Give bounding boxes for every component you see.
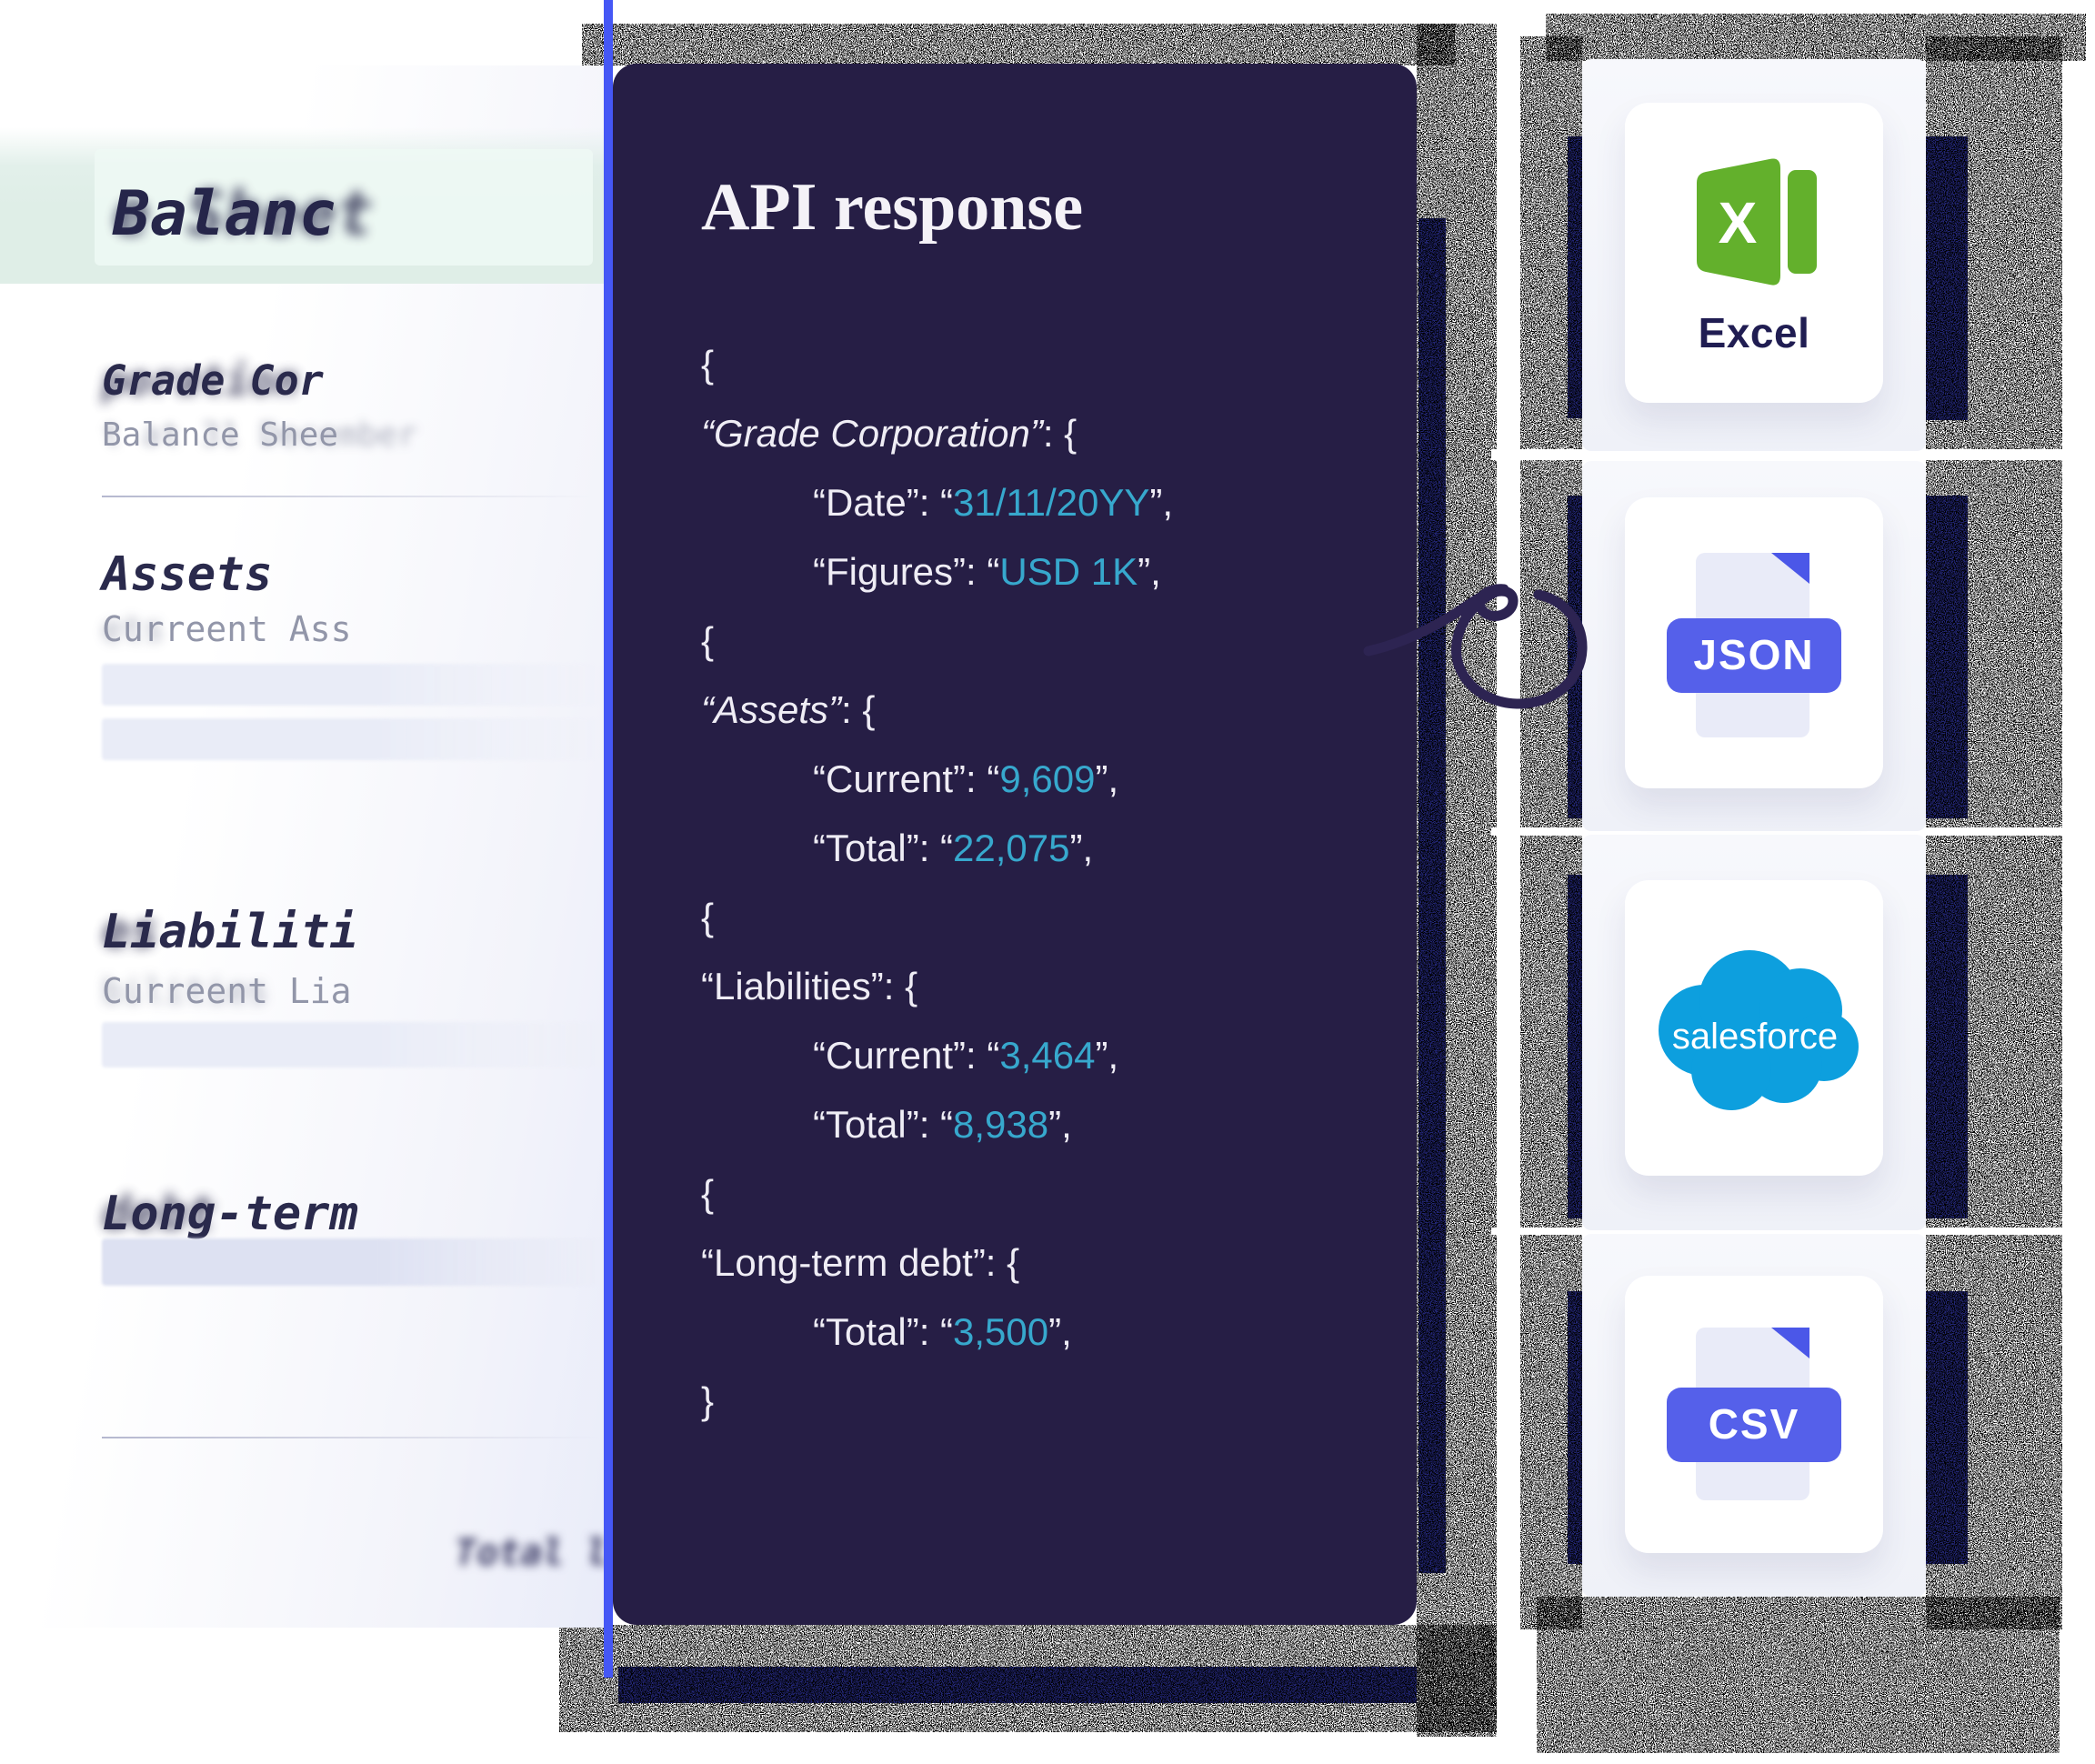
accent-divider-line — [604, 0, 613, 1678]
code-line: “Assets”: { — [701, 688, 876, 731]
salesforce-wordmark: salesforce — [1672, 1017, 1838, 1057]
excel-x-glyph: X — [1719, 190, 1758, 256]
document-footer-total: Total lia — [455, 1532, 604, 1574]
code-line: { — [701, 896, 715, 938]
json-badge-label: JSON — [1693, 631, 1814, 678]
code-line: “Total”: “8,938”, — [813, 1103, 1072, 1146]
placeholder-bar — [102, 664, 604, 706]
excel-icon: X — [1697, 158, 1817, 286]
export-strip-segment-json: JSON — [1582, 461, 1926, 831]
export-strip-segment-csv: CSV — [1582, 1234, 1926, 1597]
api-response-panel: API response { “Grade Corporation”: { “Dat… — [613, 64, 1417, 1625]
title-blur: e Sheet — [113, 178, 374, 250]
code-line: “Date”: “31/11/20YY”, — [813, 481, 1174, 524]
code-line: “Grade Corporation”: { — [701, 412, 1078, 455]
document-title-box — [95, 149, 593, 266]
export-card-csv[interactable]: CSV — [1625, 1276, 1883, 1553]
export-card-salesforce[interactable]: salesforce — [1625, 880, 1883, 1176]
code-line: { — [701, 1172, 715, 1215]
export-label-excel: Excel — [1698, 309, 1810, 356]
code-line: “Liabilities”: { — [701, 965, 918, 1007]
divider — [102, 496, 593, 497]
code-line: “Current”: “3,464”, — [813, 1034, 1119, 1077]
placeholder-bar — [102, 1022, 604, 1067]
title-sharp: Balanc — [113, 178, 336, 250]
folded-corner-icon — [1771, 553, 1809, 584]
code-lines: { “Grade Corporation”: { “Date”: “31/11/20… — [701, 330, 1173, 1436]
export-card-excel[interactable]: X Excel — [1625, 103, 1883, 403]
json-file-icon: JSON — [1667, 553, 1841, 737]
strip-separator — [1491, 827, 2091, 836]
divider — [102, 1437, 600, 1438]
panel-title: API response — [701, 170, 1084, 245]
code-line: “Current”: “9,609”, — [813, 757, 1119, 800]
csv-file-icon: CSV — [1667, 1328, 1841, 1500]
code-line: “Long-term debt”: { — [701, 1241, 1020, 1284]
code-line: “Figures”: “USD 1K”, — [813, 550, 1161, 593]
export-strip-segment-excel: X Excel — [1582, 59, 1926, 451]
strip-separator — [1491, 449, 2091, 460]
placeholder-bar — [102, 1238, 604, 1286]
csv-badge-label: CSV — [1709, 1400, 1800, 1448]
placeholder-bar — [102, 718, 604, 760]
code-line: { — [701, 343, 715, 386]
code-line: “Total”: “3,500”, — [813, 1310, 1072, 1353]
code-line: } — [701, 1379, 715, 1422]
strip-separator — [1491, 1228, 2091, 1235]
code-line: “Total”: “22,075”, — [813, 827, 1094, 869]
export-card-json[interactable]: JSON — [1625, 497, 1883, 788]
export-strip-segment-salesforce: salesforce — [1582, 835, 1926, 1230]
folded-corner-icon — [1771, 1328, 1809, 1358]
code-line: { — [701, 619, 715, 662]
salesforce-icon: salesforce — [1659, 950, 1859, 1110]
